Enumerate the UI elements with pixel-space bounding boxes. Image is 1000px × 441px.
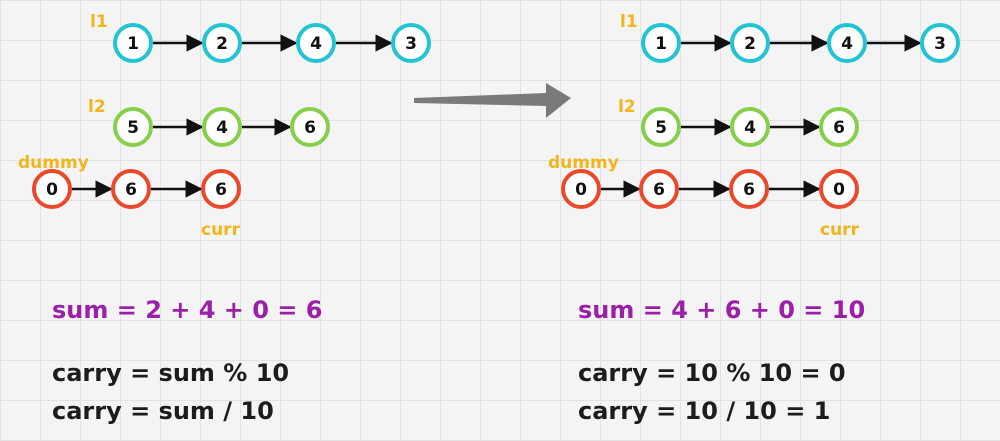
l2-node: 4: [202, 107, 242, 147]
result-node: 0: [819, 169, 859, 209]
l1-node-value: 3: [934, 34, 946, 54]
result-node-circle: [201, 169, 241, 209]
carry-mod-formula-before: carry = sum % 10: [52, 359, 290, 387]
l2-node: 5: [113, 107, 153, 147]
l1-node: 3: [391, 23, 431, 63]
result-node-circle: [639, 169, 679, 209]
l1-node: 3: [920, 23, 960, 63]
result-node: 6: [201, 169, 241, 209]
l1-node-value: 2: [744, 34, 756, 54]
l2-node-value: 5: [127, 118, 139, 138]
result-node: 6: [729, 169, 769, 209]
l1-node-circle: [391, 23, 431, 63]
result-node-circle: [819, 169, 859, 209]
dummy-label: dummy: [548, 153, 619, 173]
result-node-circle: [111, 169, 151, 209]
l1-node: 4: [296, 23, 336, 63]
l1-node-value: 4: [310, 34, 322, 54]
l2-node: 4: [730, 107, 770, 147]
l1-node-value: 3: [405, 34, 417, 54]
l2-node: 6: [290, 107, 330, 147]
result-node: 0: [32, 169, 72, 209]
l2-node-value: 6: [304, 118, 316, 138]
l2-node-circle: [290, 107, 330, 147]
l2-node-circle: [113, 107, 153, 147]
l1-node: 1: [641, 23, 681, 63]
carry-div-formula-after: carry = 10 / 10 = 1: [578, 397, 831, 425]
result-node-value: 0: [833, 180, 845, 200]
l1-node-circle: [827, 23, 867, 63]
l2-node-value: 5: [655, 118, 667, 138]
sum-formula-after: sum = 4 + 6 + 0 = 10: [578, 296, 866, 324]
l2-node-circle: [202, 107, 242, 147]
l2-node-circle: [641, 107, 681, 147]
l1-node: 2: [730, 23, 770, 63]
result-node-value: 0: [46, 180, 58, 200]
result-node-circle: [729, 169, 769, 209]
right-arrow-icon: [414, 83, 571, 118]
l2-node-value: 6: [833, 118, 845, 138]
l1-label: l1: [90, 12, 108, 32]
l2-node-value: 4: [744, 118, 756, 138]
curr-label: curr: [820, 220, 860, 240]
l2-label: l2: [88, 97, 106, 117]
result-node: 6: [639, 169, 679, 209]
l1-node-value: 1: [127, 34, 139, 54]
result-node: 0: [561, 169, 601, 209]
l1-node-circle: [641, 23, 681, 63]
sum-formula-before: sum = 2 + 4 + 0 = 6: [52, 296, 323, 324]
l1-node-circle: [920, 23, 960, 63]
dummy-label: dummy: [18, 153, 89, 173]
l2-node-value: 4: [216, 118, 228, 138]
result-node-value: 6: [215, 180, 227, 200]
after-step-panel: l1 1 2 4 3 l2 5 4 6 dummy 0 6 6 0 curr: [548, 12, 960, 240]
l1-node: 1: [113, 23, 153, 63]
l1-node-circle: [730, 23, 770, 63]
l2-node-circle: [730, 107, 770, 147]
l1-node: 2: [202, 23, 242, 63]
l1-node-circle: [296, 23, 336, 63]
l2-label: l2: [618, 97, 636, 117]
l1-node-value: 4: [841, 34, 853, 54]
result-node-circle: [561, 169, 601, 209]
carry-div-formula-before: carry = sum / 10: [52, 397, 274, 425]
l2-node: 5: [641, 107, 681, 147]
l1-node: 4: [827, 23, 867, 63]
result-node-value: 6: [743, 180, 755, 200]
result-node-value: 6: [653, 180, 665, 200]
carry-mod-formula-after: carry = 10 % 10 = 0: [578, 359, 846, 387]
l1-node-value: 2: [216, 34, 228, 54]
l1-label: l1: [620, 12, 638, 32]
l2-node-circle: [819, 107, 859, 147]
l1-node-circle: [202, 23, 242, 63]
result-node: 6: [111, 169, 151, 209]
l1-node-value: 1: [655, 34, 667, 54]
result-node-value: 6: [125, 180, 137, 200]
l2-node: 6: [819, 107, 859, 147]
result-node-circle: [32, 169, 72, 209]
result-node-value: 0: [575, 180, 587, 200]
curr-label: curr: [201, 220, 241, 240]
l1-node-circle: [113, 23, 153, 63]
before-step-panel: l1 1 2 4 3 l2 5 4 6 dummy 0 6 6 curr: [18, 12, 431, 240]
